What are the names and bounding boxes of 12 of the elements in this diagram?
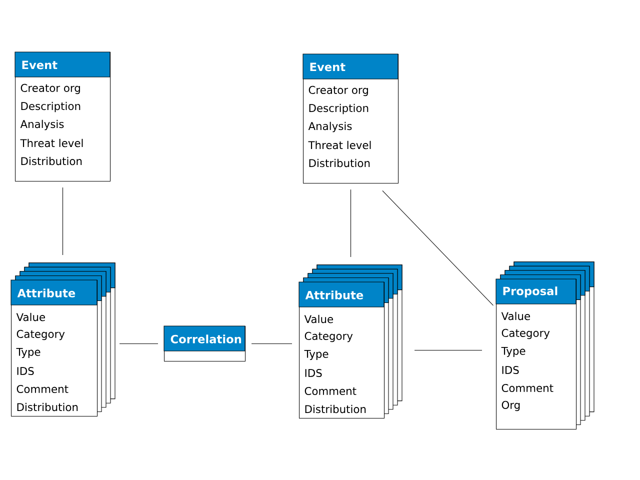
class-box: Proposal Value Category Type IDS Comment Org bbox=[496, 262, 594, 430]
connector-line bbox=[62, 187, 64, 256]
class-box: Attribute Value Category Type IDS Comment Distribution bbox=[10, 262, 116, 417]
node-label: Distribution bbox=[17, 402, 78, 412]
class-box: Event Creator org Description Analysis Threat level Distribution bbox=[14, 52, 111, 182]
connector-line bbox=[382, 190, 494, 306]
connector-line bbox=[350, 189, 352, 258]
connector-line bbox=[414, 350, 482, 351]
class-box: Event Creator org Description Analysis Threat level Distribution bbox=[302, 54, 399, 184]
class-box: Attribute Value Category Type IDS Comment Distribution bbox=[298, 264, 402, 419]
node-label: Distribution bbox=[305, 404, 366, 414]
class-box: Correlation bbox=[164, 326, 246, 362]
